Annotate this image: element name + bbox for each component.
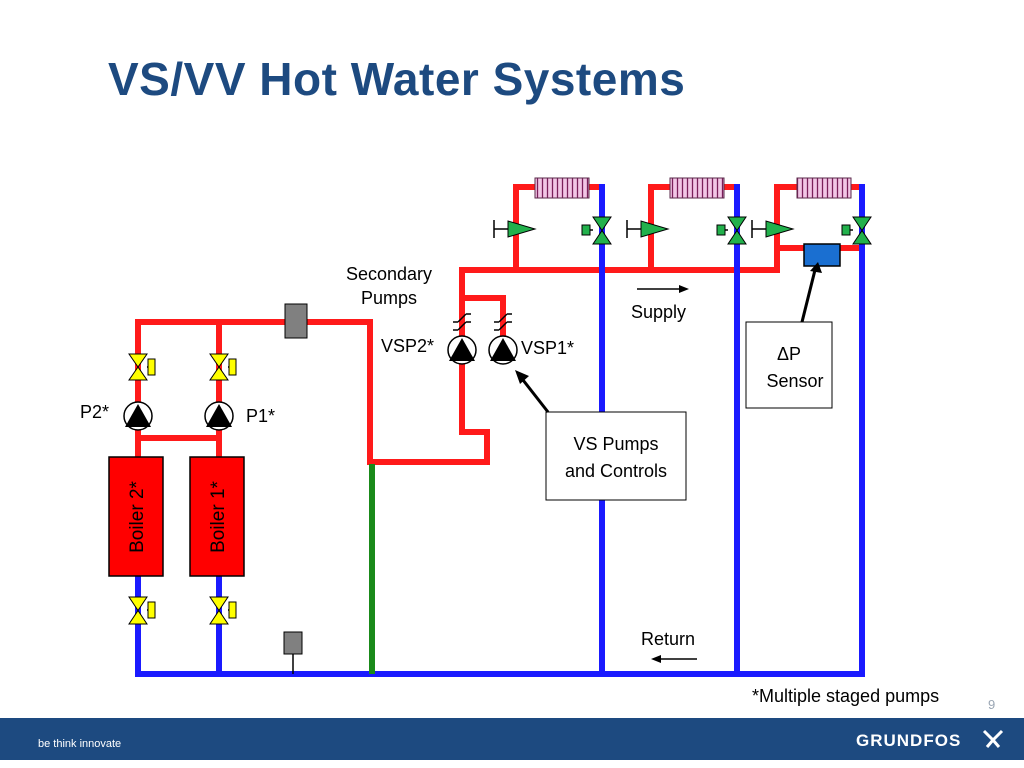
- balancing-valve-1: [581, 216, 612, 245]
- footer-bar: [0, 718, 1024, 760]
- dp-sensor-label-line2: Sensor: [766, 371, 823, 391]
- p2-label: P2*: [80, 402, 109, 422]
- hot-water-system-diagram: Boiler 2* Boiler 1* Secondary Pumps VSP2…: [80, 177, 939, 706]
- radiator-2: [669, 177, 725, 199]
- dp-sensor-box: [745, 321, 833, 409]
- supply-label: Supply: [631, 302, 686, 322]
- vs-controls-box: [545, 411, 687, 501]
- air-separator: [284, 303, 308, 339]
- pump-vsp2: [447, 313, 477, 365]
- boiler2-lower-valve: [128, 596, 156, 625]
- expansion-tank: [283, 631, 303, 655]
- radiator-1: [534, 177, 590, 199]
- pump-p1: [204, 401, 234, 431]
- footer-tagline: be think innovate: [38, 738, 122, 750]
- grundfos-logo: GRUNDFOS: [856, 731, 962, 750]
- p1-label: P1*: [246, 406, 275, 426]
- footnote: *Multiple staged pumps: [752, 686, 939, 706]
- zone-valve-1: [493, 220, 537, 238]
- zone-valve-3: [751, 220, 795, 238]
- secondary-pumps-label-line2: Pumps: [361, 288, 417, 308]
- slide-title: VS/VV Hot Water Systems: [108, 53, 686, 105]
- pump-p2: [123, 401, 153, 431]
- boiler1-lower-valve: [209, 596, 237, 625]
- page-number: 9: [988, 697, 996, 712]
- dp-sensor-body: [803, 243, 841, 267]
- boiler-1: [189, 456, 245, 577]
- vsp1-label: VSP1*: [521, 338, 574, 358]
- zone-valve-2: [626, 220, 670, 238]
- balancing-valve-2: [716, 216, 747, 245]
- return-label: Return: [641, 629, 695, 649]
- boiler-1-label: Boiler 1*: [208, 480, 229, 552]
- secondary-pumps-label-line1: Secondary: [346, 264, 432, 284]
- dp-sensor-leader: [800, 269, 817, 323]
- vs-controls-leader: [521, 379, 550, 413]
- return-arrow: [651, 655, 697, 663]
- return-piping: [135, 184, 865, 677]
- dp-sensor-arrowhead: [810, 262, 822, 273]
- balancing-valve-3: [841, 216, 872, 245]
- boiler-2: [108, 456, 164, 577]
- dp-sensor-label-line1: ΔP: [777, 344, 801, 364]
- pump-vsp1: [488, 313, 518, 365]
- boiler1-upper-valve: [209, 353, 237, 381]
- grundfos-mark-icon: [982, 729, 1004, 748]
- supply-arrow: [637, 285, 689, 293]
- radiator-3: [796, 177, 852, 199]
- boiler2-upper-valve: [128, 353, 156, 381]
- boiler-2-label: Boiler 2*: [127, 480, 148, 552]
- vsp2-label: VSP2*: [381, 336, 434, 356]
- vs-controls-label-line1: VS Pumps: [573, 434, 658, 454]
- vs-controls-label-line2: and Controls: [565, 461, 667, 481]
- vs-controls-arrowhead: [515, 370, 529, 384]
